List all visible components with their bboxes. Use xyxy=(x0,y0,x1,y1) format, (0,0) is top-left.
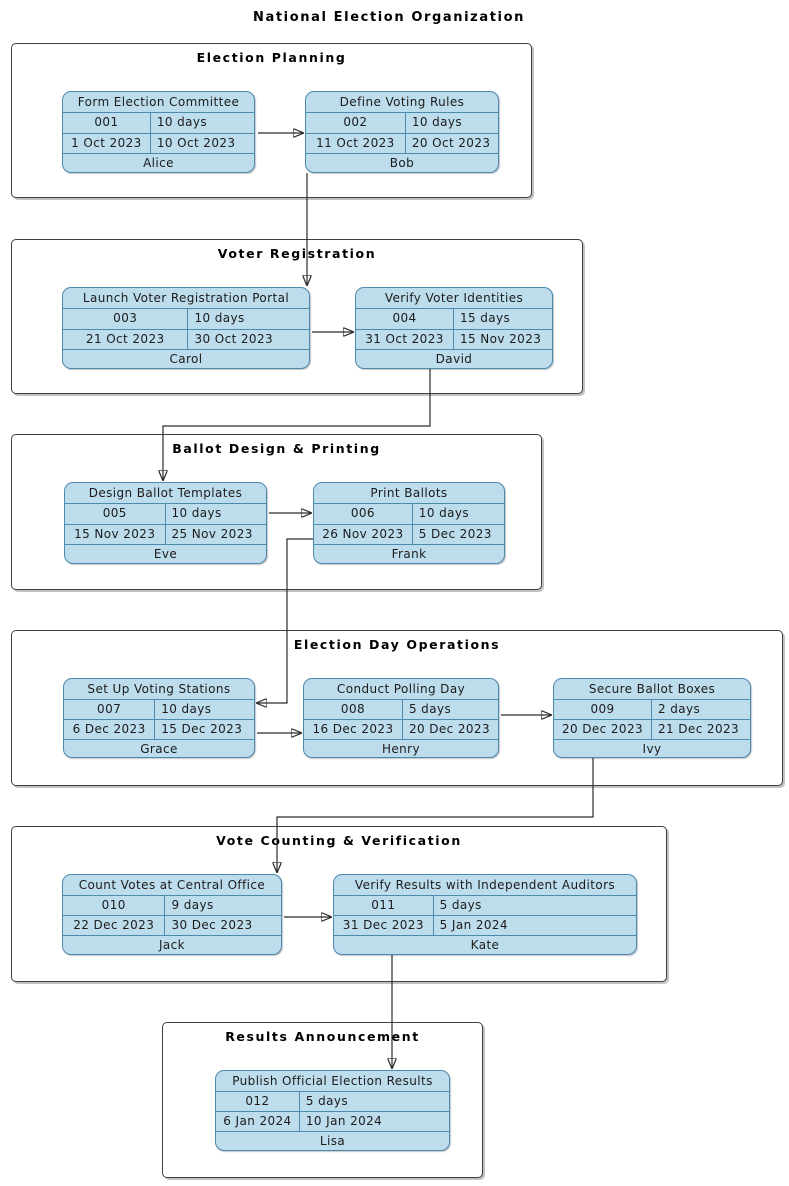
group-label: Results Announcement xyxy=(225,1029,420,1044)
task-end-date: 15 Nov 2023 xyxy=(460,331,542,346)
task-end-date: 20 Oct 2023 xyxy=(411,135,491,150)
task-duration: 10 days xyxy=(194,311,245,325)
task-duration: 5 days xyxy=(305,1094,349,1108)
task-end-date: 30 Dec 2023 xyxy=(171,918,253,932)
task-id: 010 xyxy=(63,896,166,915)
task-start-date: 16 Dec 2023 xyxy=(304,720,403,739)
task-name: Verify Voter Identities xyxy=(384,291,524,305)
task-duration: 15 days xyxy=(460,311,511,325)
task-node-011: Verify Results with Independent Auditors… xyxy=(333,874,637,955)
task-id: 012 xyxy=(216,1092,300,1111)
task-node-004: Verify Voter Identities 004 15 days 31 O… xyxy=(355,287,553,369)
task-owner: Bob xyxy=(306,153,498,172)
task-node-001: Form Election Committee 001 10 days 1 Oc… xyxy=(62,91,255,173)
task-id: 004 xyxy=(356,309,454,329)
task-end-date: 30 Oct 2023 xyxy=(194,331,274,346)
task-owner: Lisa xyxy=(216,1131,449,1150)
task-start-date: 6 Jan 2024 xyxy=(216,1112,300,1131)
task-start-date: 21 Oct 2023 xyxy=(63,329,189,349)
task-owner: Eve xyxy=(65,544,266,563)
task-owner: Carol xyxy=(63,349,309,368)
task-owner: Frank xyxy=(314,544,504,563)
task-start-date: 31 Dec 2023 xyxy=(334,916,434,935)
task-name: Conduct Polling Day xyxy=(336,682,466,696)
task-end-date: 25 Nov 2023 xyxy=(171,526,253,541)
task-duration: 10 days xyxy=(411,115,463,129)
task-duration: 10 days xyxy=(171,506,222,520)
task-duration: 10 days xyxy=(418,506,470,520)
task-end-date: 20 Dec 2023 xyxy=(408,722,490,736)
task-duration: 10 days xyxy=(161,702,212,716)
task-id: 002 xyxy=(306,113,406,133)
group-label: Election Planning xyxy=(196,50,347,65)
group-label: Ballot Design & Printing xyxy=(172,441,381,456)
task-id: 003 xyxy=(63,309,189,329)
task-node-012: Publish Official Election Results 012 5 … xyxy=(215,1070,450,1151)
task-name: Count Votes at Central Office xyxy=(78,878,266,892)
task-id: 011 xyxy=(334,896,434,915)
task-owner: Grace xyxy=(64,739,254,757)
task-node-006: Print Ballots 006 10 days 26 Nov 2023 5 … xyxy=(313,482,505,564)
task-duration: 2 days xyxy=(658,702,701,716)
task-duration: 5 days xyxy=(408,702,452,716)
task-name: Set Up Voting Stations xyxy=(87,682,231,696)
task-owner: David xyxy=(356,349,552,368)
task-id: 009 xyxy=(554,700,652,719)
task-owner: Ivy xyxy=(554,739,750,757)
task-name: Form Election Committee xyxy=(77,95,240,109)
task-owner: Jack xyxy=(63,935,281,954)
diagram-title: National Election Organization xyxy=(253,10,525,25)
task-owner: Henry xyxy=(304,739,498,757)
task-end-date: 5 Jan 2024 xyxy=(439,918,508,932)
task-node-010: Count Votes at Central Office 010 9 days… xyxy=(62,874,282,955)
task-owner: Kate xyxy=(334,935,636,954)
task-start-date: 1 Oct 2023 xyxy=(63,133,151,153)
task-id: 008 xyxy=(304,700,403,719)
task-duration: 9 days xyxy=(171,898,214,912)
task-node-003: Launch Voter Registration Portal 003 10 … xyxy=(62,287,310,369)
group-label: Vote Counting & Verification xyxy=(216,833,462,848)
task-id: 005 xyxy=(65,504,166,524)
task-end-date: 10 Oct 2023 xyxy=(156,135,236,150)
task-id: 006 xyxy=(314,504,413,524)
task-duration: 5 days xyxy=(439,898,482,912)
task-owner: Alice xyxy=(63,153,254,172)
task-end-date: 15 Dec 2023 xyxy=(161,722,243,736)
task-name: Verify Results with Independent Auditors xyxy=(354,878,616,892)
task-start-date: 26 Nov 2023 xyxy=(314,524,413,544)
task-end-date: 5 Dec 2023 xyxy=(418,526,492,541)
group-label: Election Day Operations xyxy=(293,637,501,652)
task-name: Launch Voter Registration Portal xyxy=(82,291,290,305)
task-id: 001 xyxy=(63,113,151,133)
task-start-date: 15 Nov 2023 xyxy=(65,524,166,544)
task-name: Print Ballots xyxy=(370,486,448,500)
task-name: Design Ballot Templates xyxy=(88,486,243,500)
task-start-date: 22 Dec 2023 xyxy=(63,916,166,935)
task-end-date: 10 Jan 2024 xyxy=(305,1114,383,1128)
task-id: 007 xyxy=(64,700,156,719)
task-node-008: Conduct Polling Day 008 5 days 16 Dec 20… xyxy=(303,678,499,758)
task-node-009: Secure Ballot Boxes 009 2 days 20 Dec 20… xyxy=(553,678,751,758)
task-node-002: Define Voting Rules 002 10 days 11 Oct 2… xyxy=(305,91,499,173)
group-label: Voter Registration xyxy=(217,246,377,261)
task-start-date: 11 Oct 2023 xyxy=(306,133,406,153)
task-node-005: Design Ballot Templates 005 10 days 15 N… xyxy=(64,482,267,564)
task-name: Secure Ballot Boxes xyxy=(588,682,716,696)
task-duration: 10 days xyxy=(156,115,208,129)
task-name: Publish Official Election Results xyxy=(232,1074,433,1088)
task-node-007: Set Up Voting Stations 007 10 days 6 Dec… xyxy=(63,678,255,758)
task-start-date: 31 Oct 2023 xyxy=(356,329,454,349)
task-start-date: 6 Dec 2023 xyxy=(64,720,156,739)
task-name: Define Voting Rules xyxy=(339,95,465,109)
task-end-date: 21 Dec 2023 xyxy=(658,722,740,736)
task-start-date: 20 Dec 2023 xyxy=(554,720,652,739)
